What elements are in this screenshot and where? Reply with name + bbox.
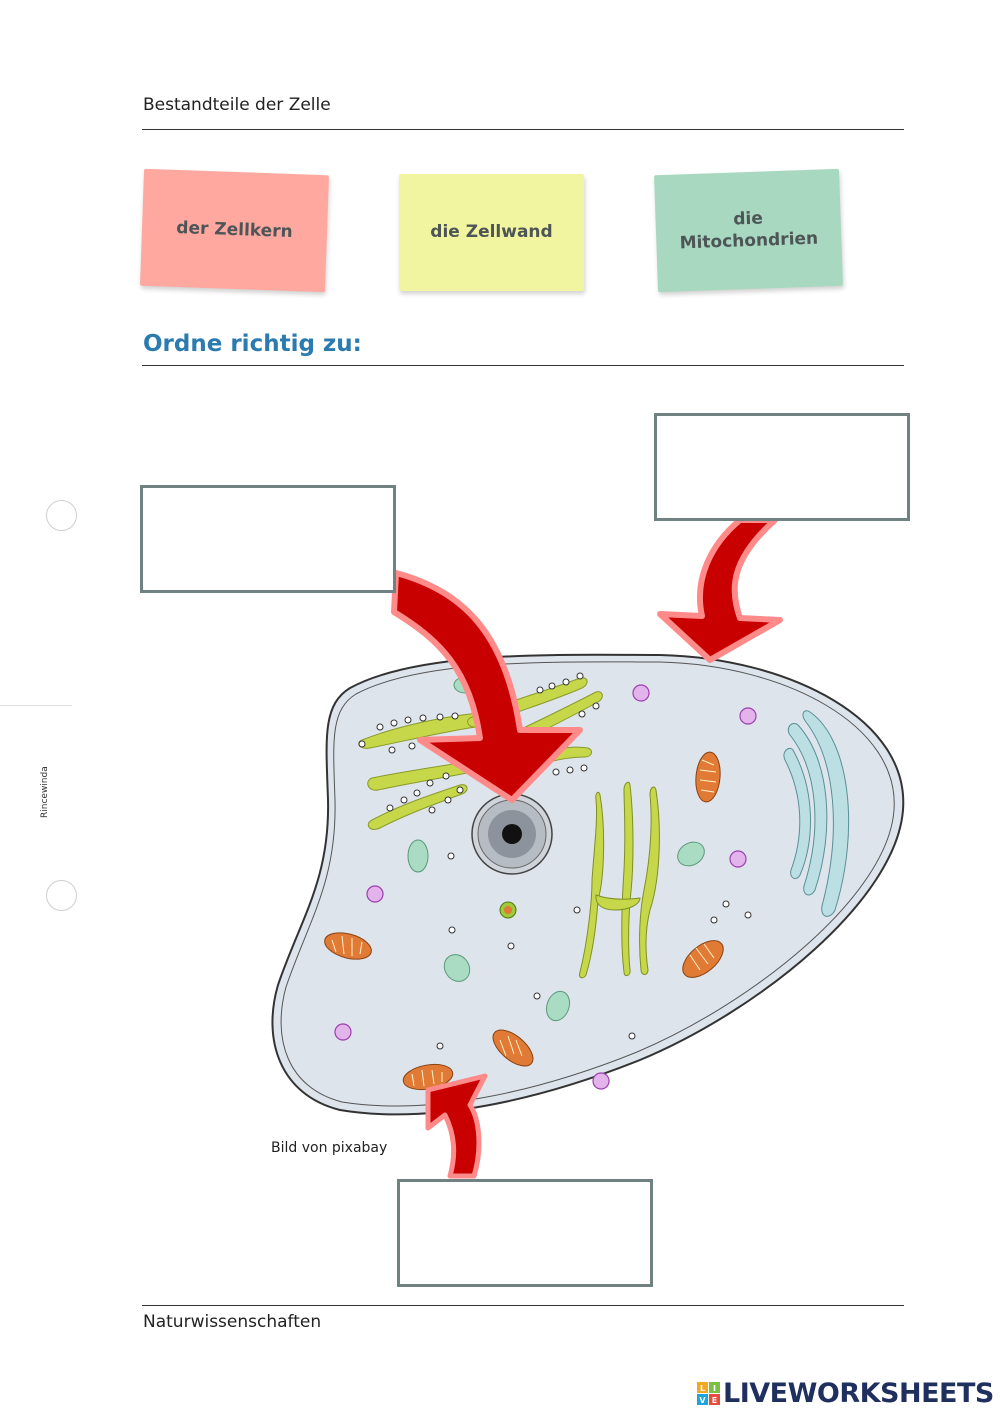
lysosomes — [334, 684, 757, 1090]
logo-badge-letter: V — [699, 1396, 706, 1405]
cytoskeleton — [579, 781, 660, 979]
logo-text: LIVEWORKSHEETS — [723, 1378, 994, 1409]
nucleus — [471, 793, 553, 875]
drop-box-mitochondria[interactable] — [397, 1179, 653, 1287]
binder-hole — [46, 500, 77, 531]
arrow-to-mitochondrion — [425, 1073, 488, 1179]
cytoplasm-particles — [436, 852, 752, 1050]
binder-hole — [46, 880, 77, 911]
logo-badge-letter: E — [712, 1396, 717, 1405]
instruction-title: Ordne richtig zu: — [143, 331, 362, 357]
answer-card-zellwand[interactable]: die Zellwand — [399, 174, 584, 291]
instruction-divider — [142, 365, 904, 366]
card-label: die Zellwand — [430, 221, 553, 242]
logo-badge-letter: I — [713, 1384, 716, 1393]
liveworksheets-logo[interactable]: L I V E LIVEWORKSHEETS — [697, 1378, 994, 1409]
arrow-to-nucleus — [391, 570, 583, 803]
page-header-title: Bestandteile der Zelle — [143, 95, 331, 115]
mitochondria — [324, 751, 724, 1091]
footer-subject: Naturwissenschaften — [143, 1312, 322, 1332]
ribosomes — [358, 672, 600, 814]
golgi-apparatus — [783, 710, 850, 917]
header-divider — [142, 129, 904, 130]
centrosome — [499, 901, 517, 919]
logo-badge-icon: L I V E — [697, 1381, 720, 1405]
side-divider — [0, 705, 72, 706]
image-caption: Bild von pixabay — [271, 1140, 388, 1156]
logo-badge-letter: L — [700, 1384, 705, 1393]
drop-box-cell-wall[interactable] — [654, 413, 910, 521]
drop-box-nucleus[interactable] — [140, 485, 396, 593]
mitochondria-cristae — [331, 759, 717, 1087]
vesicles — [407, 676, 705, 1022]
footer-divider — [142, 1305, 904, 1306]
arrow-to-cell-wall — [657, 517, 783, 663]
